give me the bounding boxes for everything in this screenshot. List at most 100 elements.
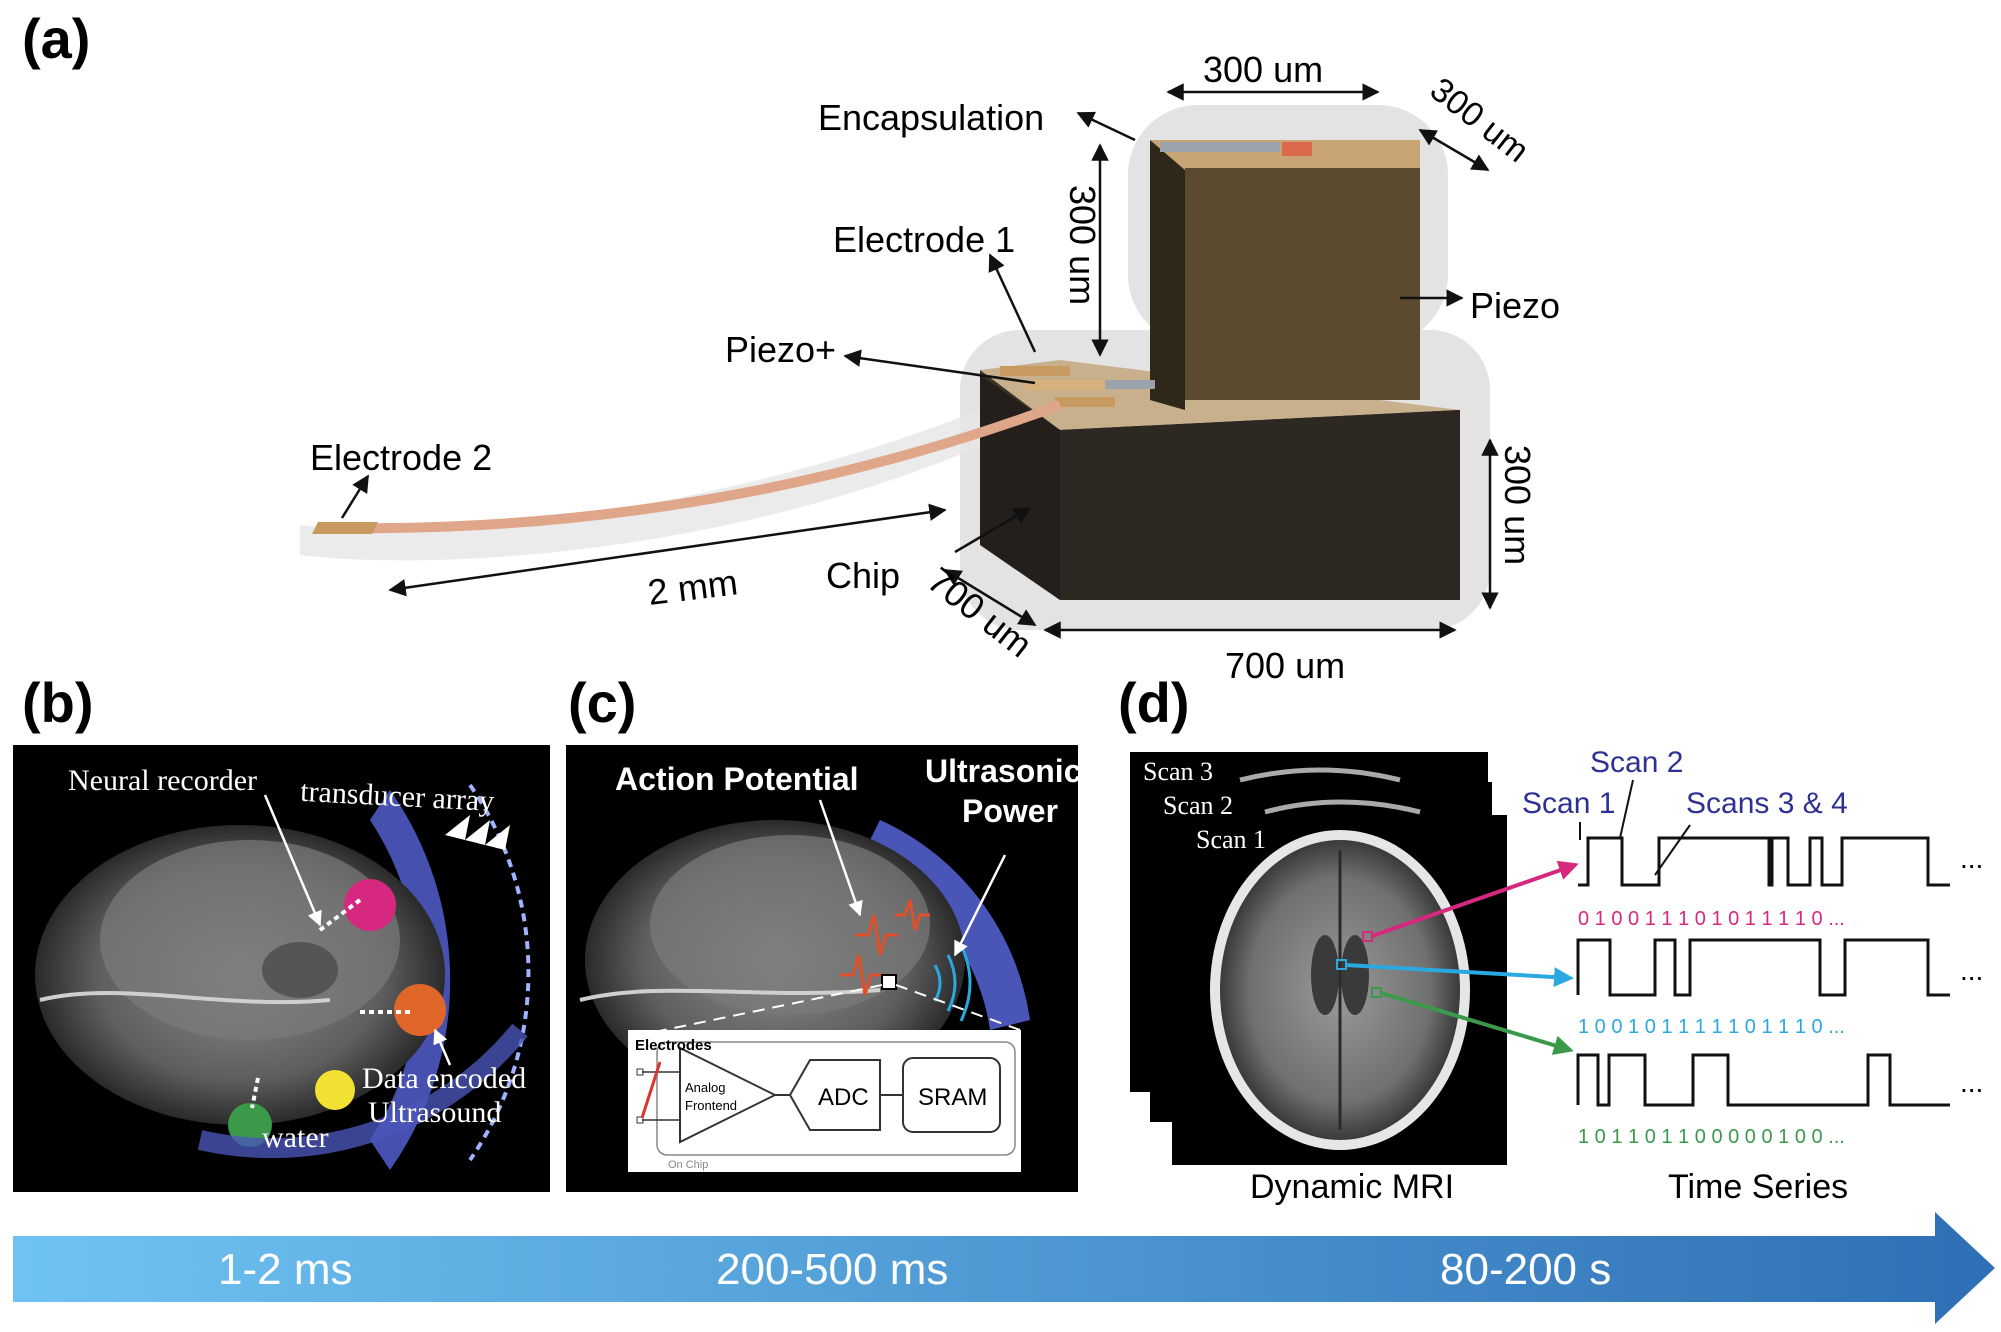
label-dynamic-mri: Dynamic MRI: [1250, 1168, 1454, 1206]
label-electrodes: Electrodes: [635, 1037, 712, 1054]
ellipsis-cyan: ...: [1960, 955, 1983, 986]
waveform-green: [1576, 1053, 1950, 1107]
transducer-dashes: [468, 783, 531, 1162]
ventricle-b: [262, 942, 338, 998]
panel-c: (c) Action Potenti: [566, 671, 1081, 1192]
label-neural-recorder: Neural recorder: [68, 764, 257, 797]
label-frontend: Frontend: [685, 1098, 737, 1113]
ellipsis-green: ...: [1960, 1067, 1983, 1098]
bits-cyan: 1 0 0 1 0 1 1 1 1 1 0 1 1 1 0 ...: [1578, 1016, 1845, 1038]
encapsulation-arrow: [1076, 111, 1136, 142]
timeline-label-1: 1-2 ms: [218, 1245, 352, 1294]
bits-magenta: 0 1 0 0 1 1 1 0 1 0 1 1 1 1 0 ...: [1578, 908, 1845, 930]
pointer-scan2: [1619, 779, 1634, 839]
pointer-scans34: [1654, 824, 1691, 876]
label-on-chip: On Chip: [668, 1159, 708, 1171]
arrow-cyan: [1345, 963, 1574, 988]
label-scan1-blue: Scan 1: [1522, 787, 1615, 820]
panel-label-b: (b): [22, 671, 94, 734]
label-ultrasonic: Ultrasonic: [925, 753, 1081, 789]
electrode1-pad: [1000, 366, 1070, 376]
label-encapsulation: Encapsulation: [818, 97, 1044, 138]
voxel-cyan: [1336, 959, 1347, 970]
panel-d: (d) Scan 3 Scan 2 Scan 1 Dynamic MRI Tim…: [1118, 671, 1983, 1206]
label-power: Power: [962, 793, 1058, 829]
cortex-b: [100, 840, 400, 1040]
electrode2-arrow: [340, 474, 370, 519]
data-encoded-arrow: [433, 1028, 452, 1066]
piezo-top-electrode: [1160, 142, 1280, 152]
label-action-potential: Action Potential: [615, 761, 859, 797]
timeline: 1-2 ms 200-500 ms 80-200 s: [13, 1212, 1995, 1324]
label-scan1: Scan 1: [1196, 825, 1266, 854]
piezo-plus-pad: [1025, 380, 1105, 390]
chip-front-face: [1060, 410, 1460, 600]
label-electrode1: Electrode 1: [833, 219, 1015, 260]
label-scan2-blue: Scan 2: [1590, 746, 1683, 779]
piezo-plus-trace: [1105, 380, 1155, 389]
spine-c: [579, 988, 881, 1002]
panel-label-d: (d): [1118, 671, 1190, 734]
chip-arrow: [954, 506, 1032, 554]
ultrasonic-power-arrow: [953, 854, 1007, 957]
label-scan3: Scan 3: [1143, 757, 1213, 786]
piezo-top-contact: [1282, 142, 1312, 156]
electrode2-pad: [312, 522, 378, 534]
dim-top-depth-line: [1418, 128, 1490, 172]
scan3-skull-arc: [1239, 767, 1401, 783]
ultrasound-yellow: [315, 1070, 355, 1110]
panel-label-a: (a): [22, 7, 90, 70]
panel-label-c: (c): [568, 671, 636, 734]
on-chip-boundary: [656, 1041, 1016, 1156]
neural-recorder-arrow: [263, 794, 322, 927]
arrow-green: [1380, 991, 1574, 1055]
waveform-cyan: [1576, 938, 1950, 997]
electrode-pad-1: [636, 1068, 644, 1076]
label-piezo: Piezo: [1470, 285, 1560, 326]
panel-b: (b) Neural: [13, 671, 550, 1192]
action-potential-icon: [840, 899, 930, 996]
piezo-plus-arrow: [843, 349, 1036, 385]
label-piezo-plus: Piezo+: [725, 329, 836, 370]
panel-a: (a): [22, 7, 1560, 686]
encapsulation-shell-lead: [300, 410, 995, 561]
zoom-line-left: [639, 984, 883, 1036]
timeline-label-2: 200-500 ms: [716, 1245, 948, 1294]
electrode-red-line: [640, 1061, 662, 1119]
timeline-arrow: [13, 1212, 1995, 1324]
adc-block: [788, 1059, 881, 1131]
voxel-green: [1371, 987, 1382, 998]
label-2mm: 2 mm: [646, 561, 740, 613]
transducer-array: [370, 790, 451, 1170]
mri-ventricle-right: [1341, 935, 1369, 1015]
arrows-icon: [445, 815, 510, 850]
piezo-front: [1185, 168, 1420, 400]
analog-frontend-block: [679, 1046, 778, 1144]
water-band: [197, 1023, 528, 1159]
action-potential-arrow: [818, 799, 863, 917]
bits-green: 1 0 1 1 0 1 1 0 0 0 0 0 1 0 0 ...: [1578, 1126, 1845, 1148]
label-scans34-blue: Scans 3 & 4: [1686, 787, 1848, 820]
ultrasound-green: [228, 1077, 272, 1147]
label-scan2: Scan 2: [1163, 791, 1233, 820]
electrode-pad-2: [636, 1116, 644, 1124]
ellipsis-magenta: ...: [1960, 843, 1983, 874]
implant-marker: [881, 974, 897, 990]
label-adc: ADC: [818, 1084, 869, 1111]
lead-pad: [1055, 397, 1115, 407]
label-time-series: Time Series: [1668, 1168, 1848, 1206]
label-electrode2: Electrode 2: [310, 437, 492, 478]
label-data-encoded-1: Data encoded: [362, 1062, 526, 1095]
dim-chip-depth-line: [943, 568, 1037, 627]
label-chip: Chip: [826, 555, 900, 596]
label-dim-chip-width: 700 um: [1225, 645, 1345, 686]
label-dim-chip-height: 300 um: [1497, 445, 1538, 565]
label-dim-top-width: 300 um: [1203, 49, 1323, 90]
ultrasound-orange: [360, 984, 446, 1036]
zoom-line-right: [895, 984, 1021, 1031]
timeline-label-3: 80-200 s: [1440, 1245, 1611, 1294]
mri-ventricle-left: [1311, 935, 1339, 1015]
voxel-magenta: [1362, 931, 1373, 942]
piezo-side: [1150, 140, 1185, 410]
